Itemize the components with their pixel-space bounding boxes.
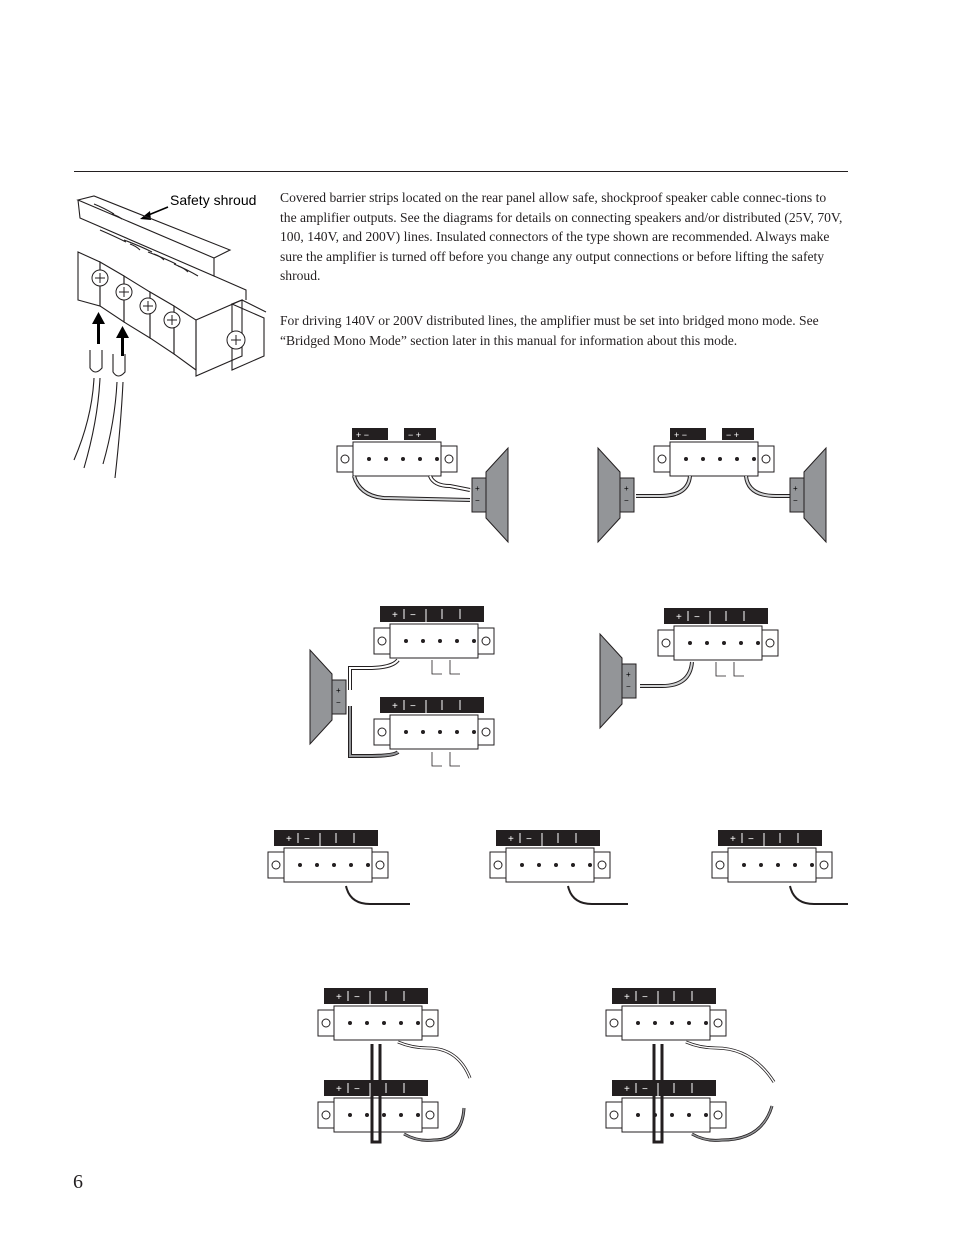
bridged-mode-paragraph: For driving 140V or 200V distributed lin…	[280, 313, 819, 348]
diagram-stereo-dual: + − − +	[597, 428, 827, 543]
diagram-mono-single	[599, 607, 779, 729]
svg-text:− +: − +	[408, 430, 421, 440]
diagram-stereo-single: + − − +	[336, 428, 509, 543]
svg-text:− +: − +	[726, 430, 739, 440]
diagram-bridged-distributed	[317, 987, 776, 1144]
safety-shroud-label: Safety shroud	[170, 192, 257, 208]
intro-paragraph: Covered barrier strips located on the re…	[280, 190, 843, 284]
svg-text:+ −: + −	[674, 430, 687, 440]
header-rule	[74, 171, 848, 172]
svg-text:+ −: + −	[356, 430, 369, 440]
diagram-bridged-pair	[309, 605, 495, 767]
page-number: 6	[73, 1171, 83, 1193]
diagram-distributed-row	[267, 829, 848, 905]
